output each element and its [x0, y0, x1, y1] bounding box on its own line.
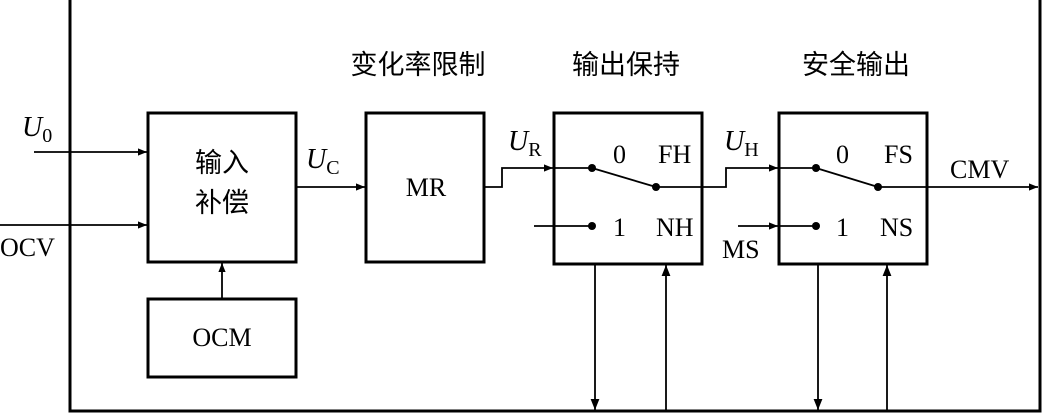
uc-label: UC [306, 144, 340, 179]
ur-wire [484, 164, 553, 188]
input-ocv-label: OCV [0, 233, 55, 262]
ocm-label: OCM [192, 323, 251, 352]
input-compensation-block [146, 111, 298, 264]
mr-label: MR [406, 173, 447, 202]
outer-frame [68, 0, 1042, 413]
cmv-label: CMV [950, 155, 1009, 184]
safe-ns-label: NS [880, 213, 913, 242]
safe-switch-blade [815, 167, 879, 188]
safe-pos1-label: 1 [836, 213, 849, 242]
ms-label: MS [722, 235, 760, 264]
hold-fh-label: FH [658, 140, 691, 169]
heading-output-hold: 输出保持 [572, 50, 680, 81]
output-hold-block [552, 111, 704, 266]
safe-fs-label: FS [884, 140, 913, 169]
input-compensation-line2: 补偿 [195, 188, 249, 219]
safe-pos0-label: 0 [836, 140, 849, 169]
hold-switch-blade [591, 167, 657, 188]
heading-rate-limit: 变化率限制 [351, 50, 486, 81]
hold-contact-1 [588, 222, 596, 230]
hold-pos0-label: 0 [613, 140, 626, 169]
input-compensation-line1: 输入 [195, 148, 249, 179]
input-u0-label: U0 [22, 112, 52, 147]
safe-contact-1 [812, 222, 820, 230]
uh-label: UH [724, 126, 759, 161]
mr-block [364, 111, 486, 264]
hold-pos1-label: 1 [613, 213, 626, 242]
safety-output-block [777, 111, 929, 266]
hold-nh-label: NH [656, 213, 694, 242]
ur-label: UR [508, 126, 542, 161]
heading-safety-output: 安全输出 [802, 50, 910, 81]
uh-wire [702, 164, 778, 188]
